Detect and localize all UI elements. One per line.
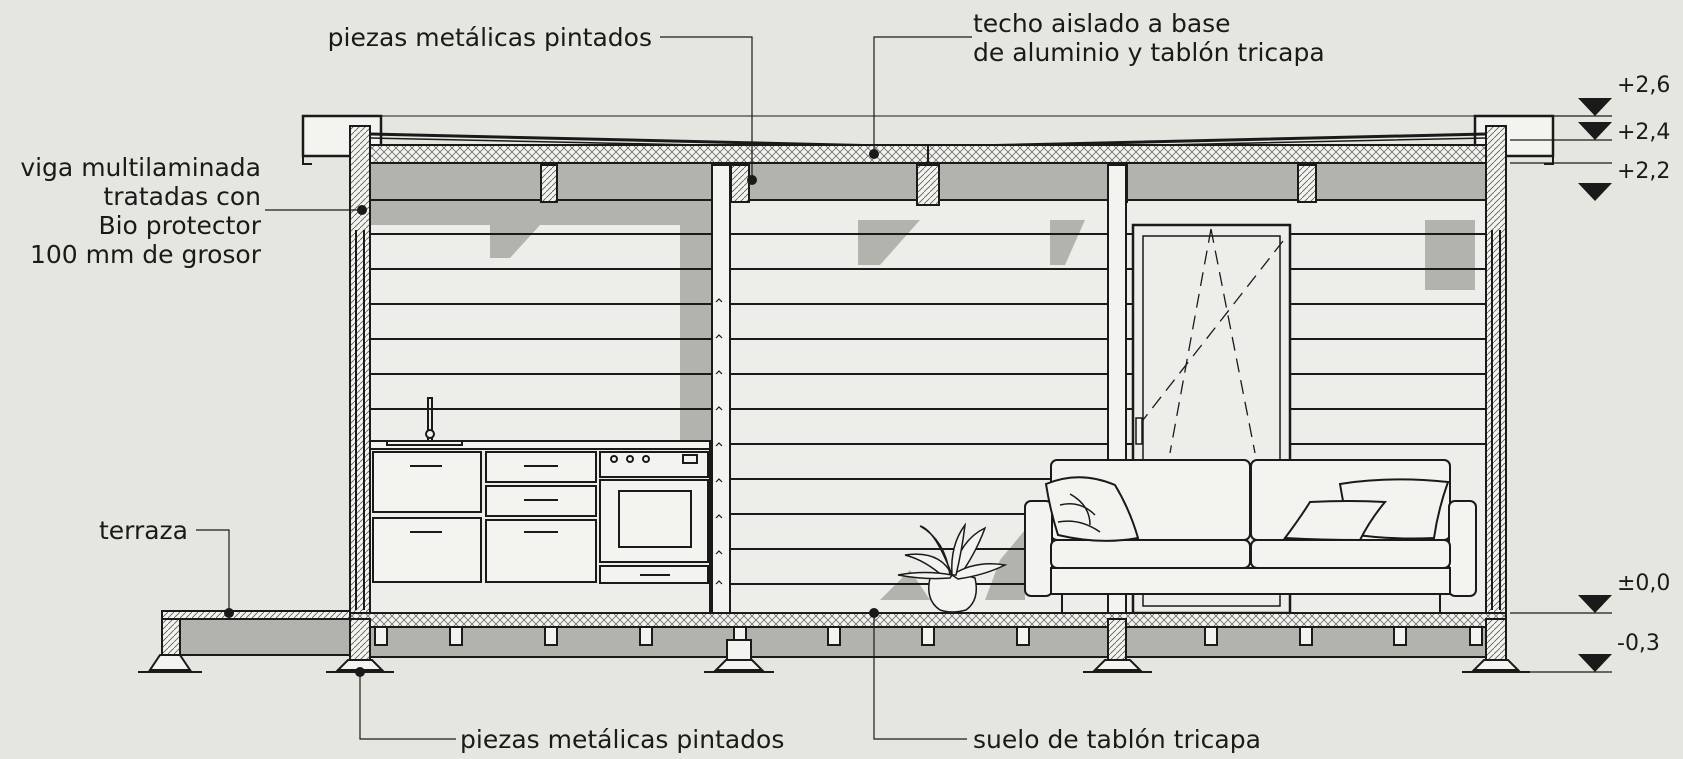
label-metal-pieces-top: piezas metálicas pintados: [328, 23, 652, 52]
label-floor: suelo de tablón tricapa: [973, 725, 1261, 754]
leader-lines: [196, 36, 972, 740]
level-triangles: [1578, 98, 1612, 672]
leader-dots: [224, 149, 879, 677]
label-beam-line3: Bio protector: [98, 211, 261, 240]
level-label-0-0: ±0,0: [1617, 571, 1670, 596]
level-label-minus-0-3: -0,3: [1617, 631, 1660, 656]
floor-structure: [161, 610, 1507, 670]
label-metal-pieces-bottom: piezas metálicas pintados: [460, 725, 784, 754]
label-beam-line4: 100 mm de grosor: [30, 240, 262, 269]
label-beam-line1: viga multilaminada: [20, 153, 261, 182]
footings: [138, 639, 1530, 673]
post-fasteners: [715, 298, 723, 585]
level-lines: [1510, 115, 1612, 673]
kitchen-units: [369, 397, 711, 616]
label-beam-line2: tratadas con: [103, 182, 261, 211]
roof: [301, 114, 1555, 165]
level-label-2-4: +2,4: [1617, 120, 1670, 145]
label-roof-line1: techo aislado a base: [973, 9, 1231, 38]
level-label-2-2: +2,2: [1617, 159, 1670, 184]
plant: [897, 522, 1008, 613]
sofa: [1024, 459, 1477, 612]
label-terrace: terraza: [99, 516, 188, 545]
left-wall: [349, 125, 371, 615]
level-label-2-6: +2,6: [1617, 73, 1670, 98]
label-roof-line2: de aluminio y tablón tricapa: [973, 38, 1325, 67]
right-wall: [1485, 125, 1507, 615]
